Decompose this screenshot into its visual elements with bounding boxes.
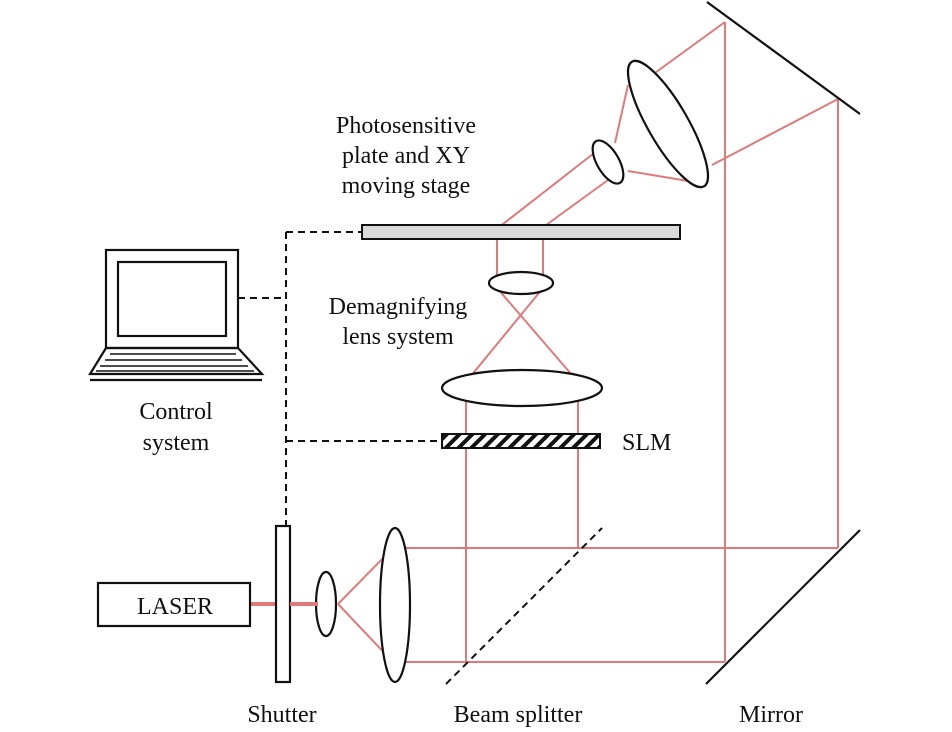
mirror-top [706, 1, 861, 115]
laptop-keyboard-base [88, 346, 265, 376]
laptop-screen [116, 260, 228, 338]
beam-cross-b [496, 287, 579, 383]
beam-reference-b [711, 98, 839, 166]
beam-reference-f [541, 174, 616, 229]
beam-reference-e [497, 149, 599, 229]
label-slm: SLM [622, 430, 671, 456]
label-lens-system-line-2: lens system [342, 324, 454, 350]
label-plate-line-3: moving stage [342, 173, 471, 199]
laser-beams [250, 21, 839, 663]
control-lines [238, 231, 442, 526]
beam-cross-a [465, 287, 544, 383]
laser-box [96, 581, 252, 628]
label-shutter: Shutter [247, 702, 316, 728]
beam-expander-lens-large [378, 526, 412, 684]
label-mirror: Mirror [739, 702, 803, 728]
slm [441, 433, 601, 449]
photosensitive-plate [361, 224, 681, 240]
beam-expander-lens-small [314, 570, 338, 638]
label-beam-splitter: Beam splitter [454, 702, 583, 728]
demagnifying-lens-large [440, 368, 604, 408]
label-laser: LASER [137, 594, 213, 620]
label-lens-system-line-1: Demagnifying [329, 294, 468, 320]
reference-lens-large [626, 59, 710, 189]
label-plate-line-1: Photosensitive [336, 113, 476, 139]
beam-reference-c [614, 84, 629, 144]
beam-splitter [445, 527, 603, 685]
laptop-screen-frame [104, 248, 240, 350]
beam-reference-a [647, 21, 726, 79]
reference-lens-small [591, 139, 625, 185]
demagnifying-lens-small [487, 270, 555, 296]
computer-icon [88, 248, 265, 382]
label-plate-line-2: plate and XY [342, 143, 470, 169]
label-control-line-2: system [143, 430, 210, 456]
shutter [274, 524, 292, 684]
label-control-line-1: Control [139, 399, 213, 425]
mirror-bottom [705, 529, 861, 685]
